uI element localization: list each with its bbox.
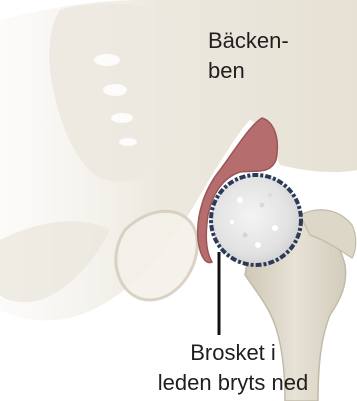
cartilage-label-line1: Brosket i (120, 338, 346, 368)
pelvis-label-line1: Bäcken- (208, 26, 289, 56)
cartilage-label-line2: leden bryts ned (120, 368, 346, 398)
pelvis-label-line2: ben (208, 56, 289, 86)
femoral-head (211, 175, 301, 265)
pelvis-label: Bäcken- ben (208, 26, 289, 86)
cartilage-label: Brosket i leden bryts ned (120, 338, 346, 398)
